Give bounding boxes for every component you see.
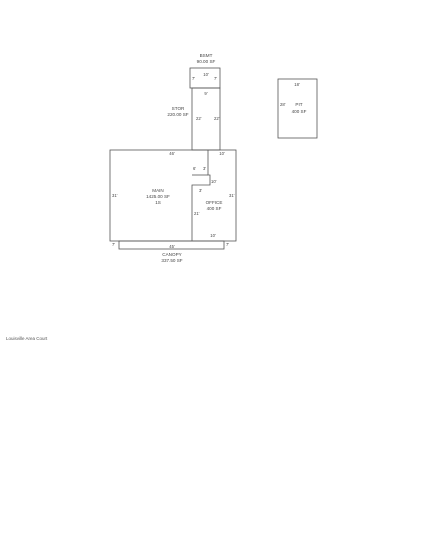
- main-level-label: 1S: [155, 200, 161, 205]
- office-area-label: 400 SF: [207, 206, 222, 211]
- office-name: OFFICE: [206, 200, 223, 205]
- office-dim-step-b: 3': [203, 166, 206, 171]
- canopy-area: 7' 7' CANOPY 337.50 SF: [112, 240, 229, 263]
- stor-name: STOR: [172, 106, 185, 111]
- pit-outline: [277, 78, 318, 139]
- stor-area-label: 220.00 SF: [167, 112, 188, 117]
- office-partition: [191, 150, 211, 241]
- pit-area: 18' 28' PIT 400 SF: [277, 78, 318, 139]
- bsmt-area-label: 90.00 SF: [197, 59, 216, 64]
- pit-dim-left: 28': [280, 102, 286, 107]
- pit-name: PIT: [295, 102, 302, 107]
- office-dim-top: 10': [219, 151, 225, 156]
- canopy-name: CANOPY: [162, 252, 181, 257]
- canopy-outline: [118, 240, 225, 250]
- office-dim-bottom: 10': [210, 233, 216, 238]
- office-dim-step-a: 6': [193, 166, 196, 171]
- main-dim-left: 31': [112, 193, 118, 198]
- main-dim-right: 31': [229, 193, 235, 198]
- office-dim-step-d: 3': [199, 188, 202, 193]
- stor-area: STOR 220.00 SF 9' 22' 22': [167, 87, 221, 151]
- canopy-dim-right: 7': [226, 242, 229, 247]
- main-dim-bottom: 45': [169, 244, 175, 249]
- main-outline: [109, 149, 237, 242]
- bsmt-area: BSMT 90.00 SF 10' 7' 7': [189, 53, 221, 89]
- canopy-dim-left: 7': [112, 242, 115, 247]
- stor-dim-top: 9': [204, 91, 207, 96]
- office-dim-left: 21': [194, 211, 200, 216]
- stor-dim-left: 22': [196, 116, 202, 121]
- main-dim-top: 46': [169, 151, 175, 156]
- pit-dim-top: 18': [294, 82, 300, 87]
- office-dim-step-c: 10': [211, 179, 217, 184]
- main-area-label: 1425.00 SF: [146, 194, 170, 199]
- bsmt-dim-right: 7': [214, 76, 217, 81]
- bsmt-dim-left: 7': [192, 76, 195, 81]
- bsmt-name: BSMT: [200, 53, 213, 58]
- bsmt-dim-top: 10': [203, 72, 209, 77]
- canopy-area-label: 337.50 SF: [161, 258, 182, 263]
- main-name: MAIN: [152, 188, 163, 193]
- office-area: 10' 6' 3' 10' 3' OFFICE 400 SF 21' 10': [193, 151, 225, 238]
- footer-note: Louisville Area Court: [6, 336, 48, 341]
- pit-area-label: 400 SF: [292, 109, 307, 114]
- stor-dim-right: 22': [214, 116, 220, 121]
